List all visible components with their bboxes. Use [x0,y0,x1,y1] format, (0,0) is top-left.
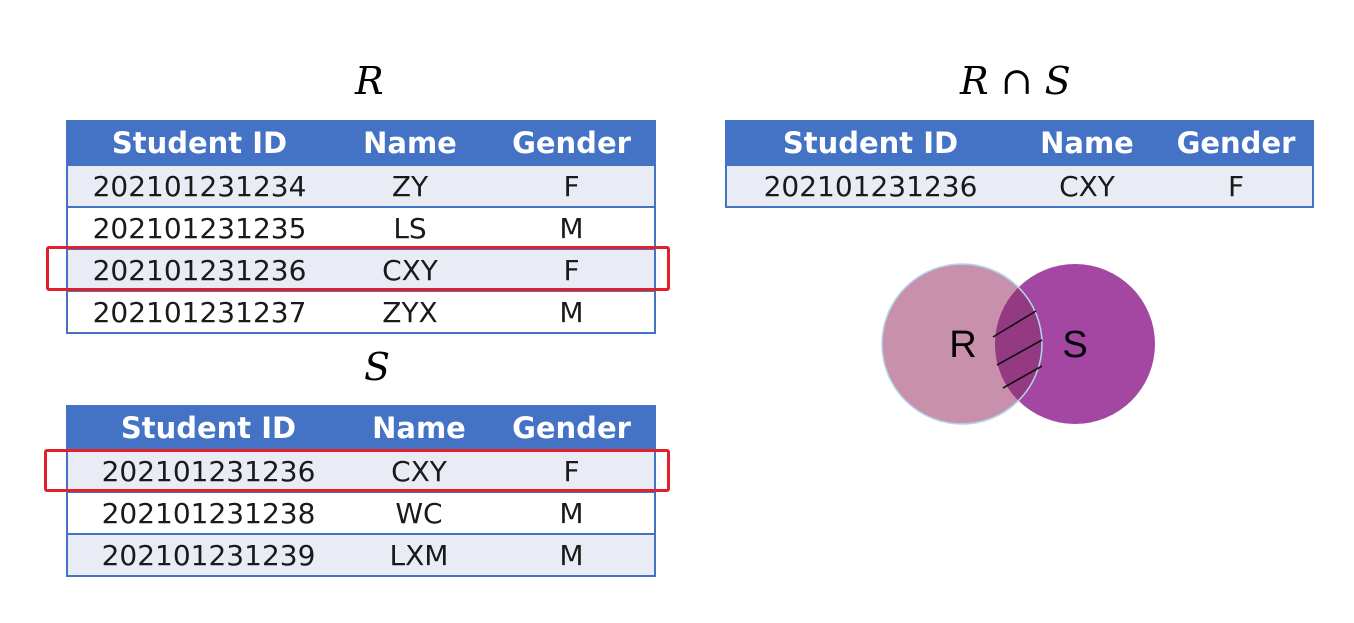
table-header-row: Student ID Name Gender [726,121,1313,165]
table-row: 202101231238 WC M [67,491,655,534]
cell-name: CXY [331,248,489,291]
result-title: R ∩ S [960,59,1071,103]
cell-gender: M [489,206,655,249]
table-row: 202101231234 ZY F [67,164,655,207]
column-header-gender: Gender [1160,121,1313,165]
cell-student-id: 202101231238 [67,491,349,534]
cell-gender: M [489,290,655,333]
cell-student-id: 202101231234 [67,164,331,207]
hatch-line [996,339,1043,366]
venn-label-r: R [949,324,976,366]
column-header-gender: Gender [489,406,655,450]
common-row-highlight-s [44,449,670,492]
cell-name: ZY [331,164,489,207]
table-header-row: Student ID Name Gender [67,406,655,450]
column-header-student-id: Student ID [726,121,1014,165]
relation-r-table: Student ID Name Gender 202101231234 ZY F… [66,120,656,334]
table-row: 202101231237 ZYX M [67,290,655,333]
cell-student-id: 202101231236 [67,449,349,492]
result-table: Student ID Name Gender 202101231236 CXY … [725,120,1314,208]
cell-student-id: 202101231239 [67,533,349,576]
cell-gender: F [1160,164,1313,207]
table-row: 202101231236 CXY F [67,248,655,291]
venn-circle-s [995,264,1155,424]
hatch-line [1002,365,1043,389]
cell-gender: M [489,491,655,534]
column-header-name: Name [1014,121,1160,165]
venn-diagram: R S [881,263,1155,425]
venn-left-edge [961,263,1043,425]
hatch-line [992,310,1037,338]
table-row: 202101231236 CXY F [726,164,1313,207]
table-row: 202101231236 CXY F [67,449,655,492]
cell-gender: F [489,164,655,207]
venn-label-s: S [1062,324,1087,366]
relation-r-title: R [355,59,384,103]
cell-name: ZYX [331,290,489,333]
cell-name: CXY [1014,164,1160,207]
common-row-highlight-r [46,246,670,291]
cell-name: LS [331,206,489,249]
relation-s-title: S [364,345,391,389]
column-header-student-id: Student ID [67,406,349,450]
column-header-name: Name [331,121,489,165]
cell-gender: F [489,449,655,492]
cell-gender: M [489,533,655,576]
cell-name: LXM [349,533,489,576]
table-header-row: Student ID Name Gender [67,121,655,165]
table-row: 202101231239 LXM M [67,533,655,576]
cell-student-id: 202101231236 [726,164,1014,207]
cell-name: WC [349,491,489,534]
column-header-gender: Gender [489,121,655,165]
cell-name: CXY [349,449,489,492]
cell-gender: F [489,248,655,291]
table-row: 202101231235 LS M [67,206,655,249]
cell-student-id: 202101231236 [67,248,331,291]
relation-s-table: Student ID Name Gender 202101231236 CXY … [66,405,656,577]
cell-student-id: 202101231237 [67,290,331,333]
column-header-student-id: Student ID [67,121,331,165]
column-header-name: Name [349,406,489,450]
cell-student-id: 202101231235 [67,206,331,249]
